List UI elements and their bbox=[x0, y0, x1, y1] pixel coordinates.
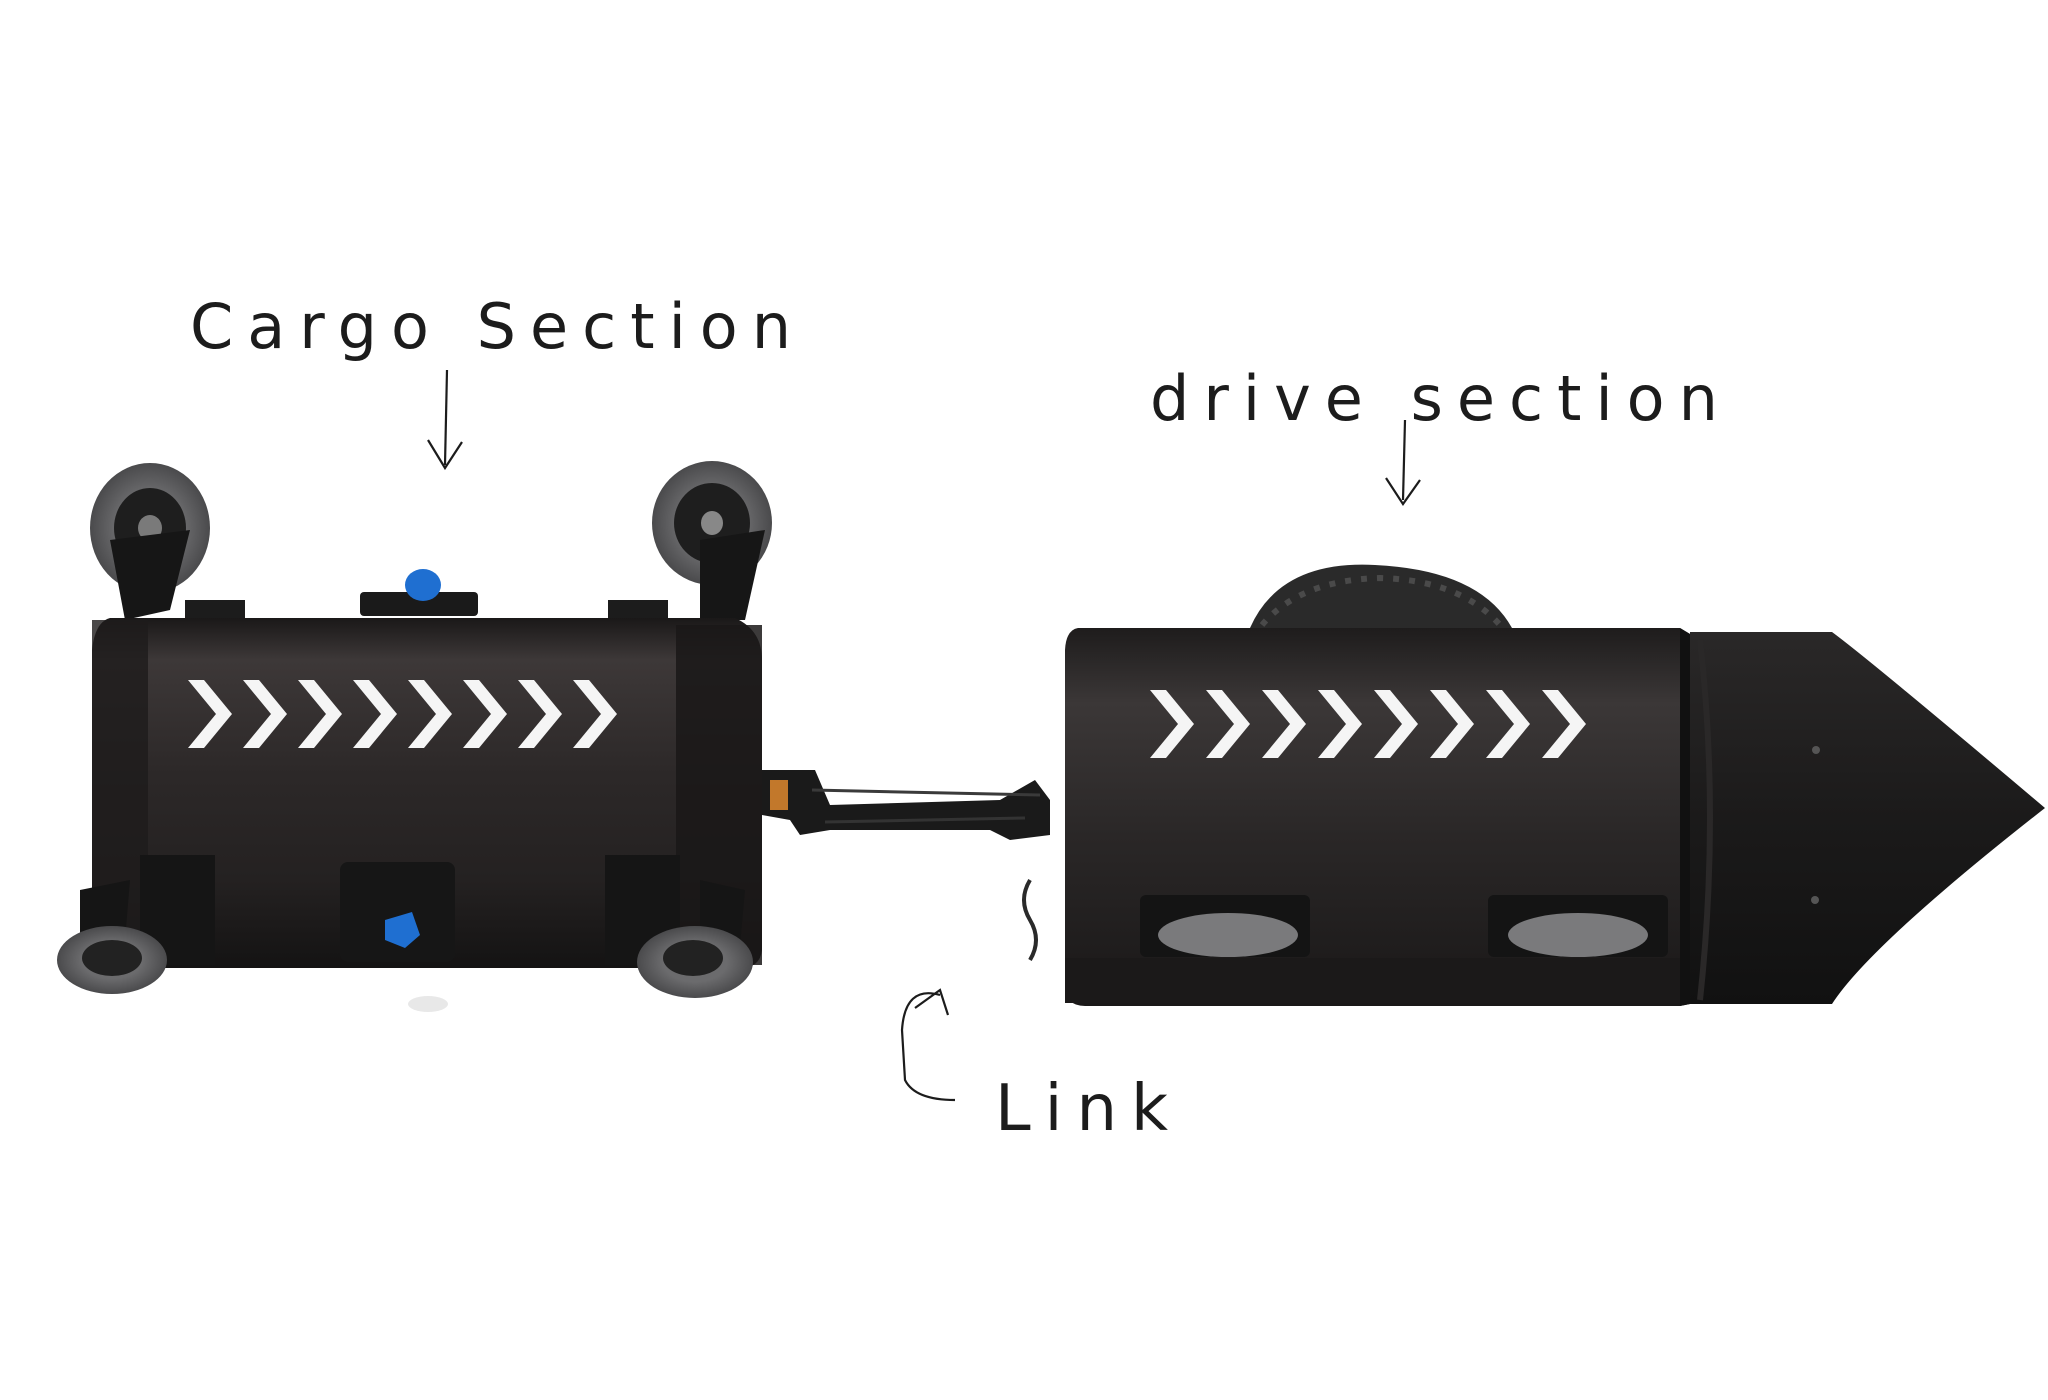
wheel-bottom-left bbox=[57, 880, 167, 994]
arrow-down-icon bbox=[427, 369, 463, 471]
wheel-bottom-right bbox=[637, 880, 753, 998]
link-joint bbox=[762, 770, 1050, 962]
drive-wheel-top bbox=[1250, 564, 1512, 628]
link-label: Link bbox=[995, 1072, 1182, 1146]
link-annotation: Link bbox=[900, 988, 1182, 1146]
drive-nose-cone bbox=[1690, 632, 2045, 1004]
top-mount bbox=[185, 569, 668, 620]
drive-annotation: drive section bbox=[1150, 362, 1732, 506]
drive-section-label: drive section bbox=[1150, 362, 1732, 435]
drive-section bbox=[1065, 564, 2045, 1006]
hook-arrow-icon bbox=[900, 988, 956, 1102]
wheel-top-left bbox=[90, 463, 210, 620]
arrow-down-icon bbox=[1385, 419, 1421, 506]
cargo-section bbox=[57, 461, 772, 1012]
cargo-section-label: Cargo Section bbox=[190, 290, 805, 363]
cargo-annotation: Cargo Section bbox=[190, 290, 805, 471]
wheel-top-right bbox=[652, 461, 772, 620]
